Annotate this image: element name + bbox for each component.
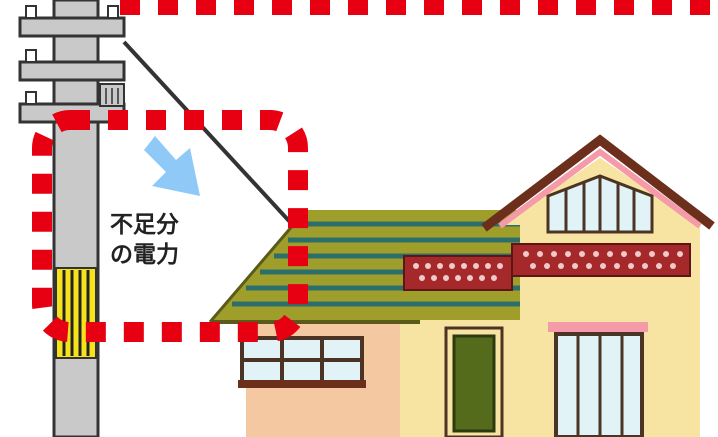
front-door [444, 326, 504, 437]
highlight-border [32, 110, 308, 342]
label-line-1: 不足分 [110, 212, 179, 238]
gable-window [546, 174, 654, 234]
label-line-2: の電力 [110, 242, 179, 268]
left-window [238, 336, 366, 388]
arrow-icon [144, 136, 200, 196]
power-line [122, 40, 292, 224]
right-window [548, 322, 648, 437]
house [208, 134, 715, 437]
balcony [403, 243, 691, 291]
